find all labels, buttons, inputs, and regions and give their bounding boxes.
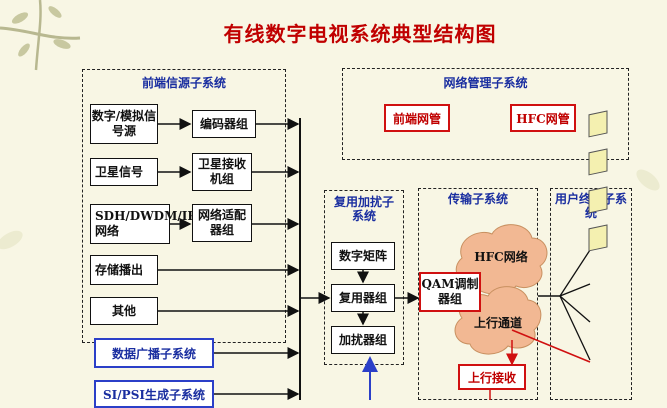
diagram-title: 有线数字电视系统典型结构图	[223, 22, 497, 46]
hfc-network: HFC网络	[474, 249, 528, 264]
source-storage: 存储播出	[90, 255, 158, 285]
transmission-label: 传输子系统	[448, 192, 509, 206]
network-mgmt-label: 网络管理子系统	[443, 76, 528, 90]
scrambler-group: 加扰器组	[331, 326, 395, 354]
encoder-group: 编码器组	[192, 110, 256, 138]
network-mgmt-subsystem	[342, 68, 629, 160]
multiplex-label: 复用加扰子系统	[333, 195, 394, 223]
source-other: 其他	[90, 297, 158, 325]
frontend-label: 前端信源子系统	[141, 76, 226, 90]
data-broadcast-subsystem: 数据广播子系统	[94, 338, 214, 368]
digital-matrix: 数字矩阵	[331, 242, 395, 270]
uplink-receive: 上行接收	[458, 364, 526, 390]
source-digital-analog: 数字/模拟信号源	[90, 104, 158, 144]
network-adapter-group: 网络适配器组	[192, 204, 252, 242]
source-satellite: 卫星信号	[90, 158, 158, 186]
multiplexer-group: 复用器组	[331, 284, 395, 312]
uplink-channel: 上行通道	[473, 315, 522, 330]
hfc-nms: HFC网管	[510, 104, 576, 132]
frontend-nms: 前端网管	[384, 104, 450, 132]
satellite-receiver-group: 卫星接收机组	[192, 153, 252, 191]
qam-modulator: QAM调制器组	[419, 272, 481, 312]
